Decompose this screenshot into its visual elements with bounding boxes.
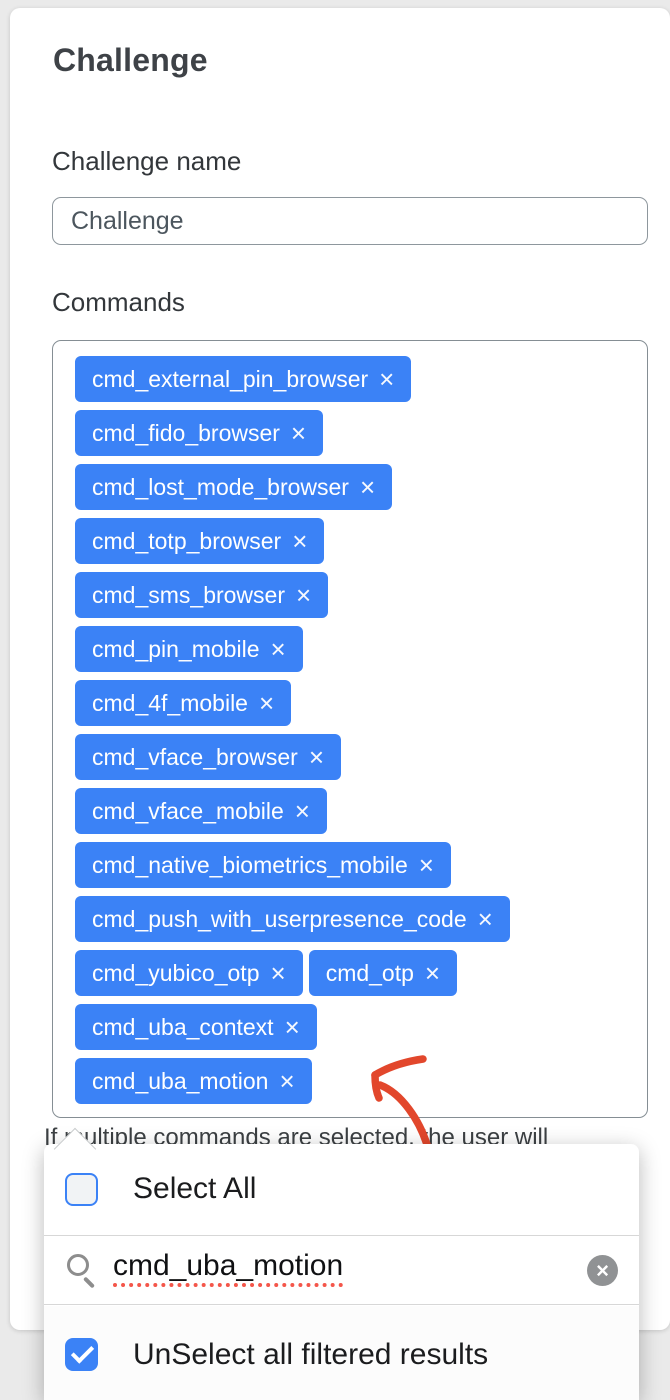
chip-row: cmd_yubico_otp × cmd_otp × <box>75 950 637 996</box>
remove-chip-icon[interactable]: × <box>477 904 493 934</box>
chip-row: cmd_lost_mode_browser × <box>75 464 637 510</box>
chip-row: cmd_fido_browser × <box>75 410 637 456</box>
command-chip[interactable]: cmd_lost_mode_browser × <box>75 464 393 510</box>
chip-row: cmd_uba_context × <box>75 1004 637 1050</box>
search-input[interactable]: cmd_uba_motion <box>113 1249 344 1282</box>
command-chip[interactable]: cmd_pin_mobile × <box>75 626 303 672</box>
select-all-label: Select All <box>133 1172 257 1205</box>
command-chip[interactable]: cmd_sms_browser × <box>75 572 329 618</box>
remove-chip-icon[interactable]: × <box>308 742 324 772</box>
commands-multiselect-box[interactable]: cmd_external_pin_browser×cmd_fido_browse… <box>52 340 648 1118</box>
remove-chip-icon[interactable]: × <box>418 850 434 880</box>
command-chip[interactable]: cmd_uba_motion × <box>75 1058 312 1104</box>
command-chip[interactable]: cmd_otp × <box>308 950 458 996</box>
remove-chip-icon[interactable]: × <box>279 1066 295 1096</box>
chip-row: cmd_push_with_userpresence_code × <box>75 896 637 942</box>
arrow-shaft <box>376 1081 432 1152</box>
challenge-name-input[interactable] <box>52 197 648 245</box>
command-chip[interactable]: cmd_vface_mobile × <box>75 788 327 834</box>
chip-row: cmd_native_biometrics_mobile × <box>75 842 637 888</box>
select-all-row[interactable]: Select All <box>44 1144 639 1236</box>
command-chip-label: cmd_native_biometrics_mobile <box>92 851 408 878</box>
commands-dropdown-panel: Select All cmd_uba_motion × UnSelect all… <box>44 1144 639 1400</box>
remove-chip-icon[interactable]: × <box>270 634 286 664</box>
unselect-filtered-label: UnSelect all filtered results <box>133 1338 489 1371</box>
unselect-filtered-row[interactable]: UnSelect all filtered results <box>44 1306 639 1400</box>
command-chip[interactable]: cmd_yubico_otp × <box>75 950 303 996</box>
unselect-filtered-checkbox[interactable] <box>65 1338 98 1371</box>
remove-chip-icon[interactable]: × <box>379 364 395 394</box>
command-chip-label: cmd_sms_browser <box>92 581 285 608</box>
chip-row: cmd_uba_motion × <box>75 1058 637 1104</box>
command-chip-label: cmd_external_pin_browser <box>92 365 369 392</box>
command-chip[interactable]: cmd_uba_context × <box>75 1004 317 1050</box>
clear-search-icon[interactable]: × <box>587 1255 618 1286</box>
command-chip[interactable]: cmd_totp_browser × <box>75 518 325 564</box>
arrow-head-top-stroke <box>371 1055 427 1079</box>
remove-chip-icon[interactable]: × <box>292 526 308 556</box>
chip-row: cmd_4f_mobile × <box>75 680 637 726</box>
chip-row: cmd_vface_browser × <box>75 734 637 780</box>
remove-chip-icon[interactable]: × <box>290 418 307 448</box>
challenge-form-card: Challenge Challenge name Commands cmd_ex… <box>10 8 670 1330</box>
remove-chip-icon[interactable]: × <box>258 688 275 718</box>
command-chip[interactable]: cmd_native_biometrics_mobile × <box>75 842 451 888</box>
command-chip[interactable]: cmd_push_with_userpresence_code × <box>75 896 510 942</box>
page-title: Challenge <box>53 42 208 78</box>
command-chip-label: cmd_uba_context <box>92 1013 274 1040</box>
remove-chip-icon[interactable]: × <box>359 472 376 502</box>
command-chip-label: cmd_vface_browser <box>92 743 298 770</box>
command-chip-label: cmd_vface_mobile <box>92 797 284 824</box>
remove-chip-icon[interactable]: × <box>270 958 286 988</box>
command-chip-label: cmd_totp_browser <box>92 527 282 554</box>
select-all-checkbox[interactable] <box>65 1173 98 1206</box>
remove-chip-icon[interactable]: × <box>294 796 310 826</box>
command-chip-label: cmd_push_with_userpresence_code <box>92 905 467 932</box>
dropdown-search-row[interactable]: cmd_uba_motion × <box>44 1237 639 1305</box>
command-chip[interactable]: cmd_fido_browser × <box>75 410 324 456</box>
chip-row: cmd_vface_mobile × <box>75 788 637 834</box>
chip-row: cmd_external_pin_browser × <box>75 356 637 402</box>
command-chip-label: cmd_otp <box>325 959 414 986</box>
command-chip-label: cmd_fido_browser <box>92 419 280 446</box>
chip-row: cmd_pin_mobile × <box>75 626 637 672</box>
search-icon <box>67 1254 89 1276</box>
challenge-name-label: Challenge name <box>52 146 242 176</box>
chip-row: cmd_totp_browser × <box>75 518 637 564</box>
chip-row: cmd_sms_browser × <box>75 572 637 618</box>
command-chip-label: cmd_yubico_otp <box>92 959 260 986</box>
commands-label: Commands <box>52 287 185 317</box>
command-chip[interactable]: cmd_external_pin_browser × <box>75 356 412 402</box>
remove-chip-icon[interactable]: × <box>284 1012 300 1042</box>
command-chip-label: cmd_pin_mobile <box>92 635 260 662</box>
arrow-head-side-stroke <box>371 1071 383 1102</box>
command-chip[interactable]: cmd_4f_mobile × <box>75 680 292 726</box>
command-chip-label: cmd_uba_motion <box>92 1067 269 1094</box>
remove-chip-icon[interactable]: × <box>296 580 312 610</box>
command-chip[interactable]: cmd_vface_browser × <box>75 734 341 780</box>
command-chip-label: cmd_4f_mobile <box>92 689 248 716</box>
remove-chip-icon[interactable]: × <box>424 958 441 988</box>
hand-drawn-arrow-annotation <box>371 1055 432 1152</box>
command-chip-label: cmd_lost_mode_browser <box>92 473 349 500</box>
commands-chip-area: cmd_external_pin_browser×cmd_fido_browse… <box>75 356 637 1104</box>
